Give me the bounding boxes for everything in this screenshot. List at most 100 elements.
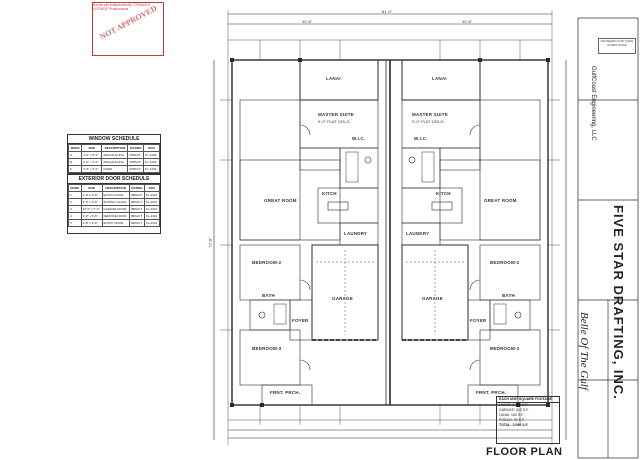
sqft-garage: GARAGE: 412 S.F. — [499, 408, 529, 412]
room-bath-right: BATH — [502, 293, 515, 298]
ws-col-size: SIZE — [81, 144, 103, 152]
ds-cell: ENTRY DOOR — [101, 191, 130, 199]
ds-cell: 5 — [68, 219, 82, 227]
ds-cell: FL-4321 — [144, 212, 160, 220]
ws-cell: IMPACT — [127, 151, 145, 159]
table-row: 3 16'-0" x 7'-0" GARAGE DOOR IMPACT FL-4… — [68, 205, 160, 213]
ds-cell: IMPACT — [128, 212, 146, 220]
room-laundry-left: LAUNDRY — [344, 231, 368, 236]
ws-cell: 3'-0" x 5'-0" — [81, 151, 103, 159]
depth-dimension: 72'-8" — [207, 237, 213, 248]
ws-cell: SINGLE HUNG — [101, 151, 129, 159]
ds-cell: 4 — [68, 212, 82, 220]
ws-cell: FIXED — [101, 165, 129, 173]
room-porch-right: FRNT. PRCH. — [476, 390, 507, 395]
room-great-room-right: GREAT ROOM — [484, 198, 517, 203]
room-master-suite-right: MASTER SUITE — [412, 112, 448, 117]
ws-cell: IMPACT — [127, 165, 145, 173]
overall-dimension: 81'-0" — [382, 9, 393, 14]
window-schedule-title: WINDOW SCHEDULE — [68, 135, 160, 144]
ws-cell: 1'-6" x 3'-0" — [81, 165, 103, 173]
table-row: B 2'-0" x 3'-0" SINGLE HUNG IMPACT FL-12… — [67, 158, 160, 166]
stamp-header: Bonita will independently, STRAIGHT LICE… — [93, 3, 151, 11]
ws-cell: FL-1234 — [143, 165, 160, 173]
ds-cell: FL-4321 — [144, 205, 160, 213]
ws-cell: FL-1234 — [143, 158, 160, 166]
table-row: 2 6'-0" x 6'-8" SLIDING GLASS IMPACT FL-… — [68, 198, 160, 206]
ds-col-noa: NOA — [144, 184, 160, 192]
table-row: 4 3'-0" x 6'-8" SERVICE DOOR IMPACT FL-4… — [68, 212, 160, 220]
ds-col-desc: DESCRIPTION — [101, 184, 130, 192]
sqft-living: LIVING: 1,398 S.F. — [499, 403, 529, 407]
ws-cell: SINGLE HUNG — [101, 158, 129, 166]
window-schedule-table: MARK SIZE DESCRIPTION RATING NOA A 3'-0"… — [67, 144, 160, 173]
ds-col-size: SIZE — [80, 184, 103, 192]
door-schedule: EXTERIOR DOOR SCHEDULE MARK SIZE DESCRIP… — [67, 174, 161, 234]
table-row: A 3'-0" x 5'-0" SINGLE HUNG IMPACT FL-12… — [67, 151, 160, 159]
project-name: Belle Of The Gulf — [578, 312, 590, 390]
room-bath-left: BATH — [262, 293, 275, 298]
room-kitchen-right: KITCH — [436, 191, 451, 196]
room-bedroom2-left: BEDROOM-2 — [252, 260, 282, 265]
square-footage-table: EACH UNIT SQUARE FOOTAGE LIVING: 1,398 S… — [496, 396, 560, 444]
room-wic-right: W.I.C. — [414, 136, 428, 141]
ds-cell: IMPACT — [128, 219, 146, 227]
sqft-title: EACH UNIT SQUARE FOOTAGE — [497, 397, 559, 403]
ds-col-rating: RATING — [128, 184, 146, 192]
room-ceiling-left: 9'-0" FLAT CEILG. — [318, 119, 351, 124]
door-schedule-title: EXTERIOR DOOR SCHEDULE — [68, 175, 160, 184]
room-garage-left: GARAGE — [332, 296, 353, 301]
room-laundry-right: LAUNDRY — [406, 231, 430, 236]
ds-cell: 16'-0" x 7'-0" — [80, 205, 103, 213]
ds-cell: 2'-8" x 6'-8" — [80, 219, 103, 227]
ds-cell: IMPACT — [128, 198, 146, 206]
room-porch-left: FRNT. PRCH. — [270, 390, 301, 395]
room-ceiling-right: 9'-0" FLAT CEILG. — [412, 119, 445, 124]
approval-stamp: Bonita will independently, STRAIGHT LICE… — [92, 2, 164, 56]
sqft-lanai: LANAI: 180 S.F. — [499, 413, 524, 417]
ds-cell: 6'-0" x 6'-8" — [80, 198, 103, 206]
ds-cell: FL-4321 — [144, 198, 160, 206]
ws-cell: IMPACT — [127, 158, 145, 166]
ws-col-mark: MARK — [67, 144, 83, 152]
room-bedroom3-left: BEDROOM-3 — [252, 346, 282, 351]
room-kitchen-left: KITCH — [322, 191, 337, 196]
ws-col-noa: NOA — [143, 144, 160, 152]
ds-cell: 1 — [68, 191, 82, 199]
ds-col-mark: MARK — [68, 184, 82, 192]
sqft-porch: PORCH: 76 S.F. — [499, 418, 525, 422]
ws-cell: A — [67, 151, 83, 159]
ws-col-desc: DESCRIPTION — [101, 144, 129, 152]
ds-cell: SLIDING GLASS — [101, 198, 130, 206]
sqft-total: TOTAL: 2,066 S.F. — [499, 423, 529, 427]
room-garage-right: GARAGE — [422, 296, 443, 301]
ds-cell: 3 — [68, 205, 82, 213]
table-row: 1 3'-0" x 6'-8" ENTRY DOOR IMPACT FL-432… — [68, 191, 160, 199]
ws-cell: FL-1234 — [143, 151, 160, 159]
ds-cell: SERVICE DOOR — [101, 212, 130, 220]
ds-cell: 3'-0" x 6'-8" — [80, 212, 103, 220]
right-unit-dimension: 40'-6" — [462, 19, 473, 24]
ds-cell: ENTRY DOOR — [101, 219, 130, 227]
left-unit-dimension: 40'-6" — [302, 19, 313, 24]
table-row: 5 2'-8" x 6'-8" ENTRY DOOR IMPACT FL-432… — [68, 219, 160, 227]
ws-cell: 2'-0" x 3'-0" — [81, 158, 103, 166]
ds-cell: IMPACT — [128, 191, 146, 199]
sheet-title: FLOOR PLAN — [486, 446, 563, 458]
room-bedroom2-right: BEDROOM-2 — [490, 260, 520, 265]
window-schedule: WINDOW SCHEDULE MARK SIZE DESCRIPTION RA… — [67, 134, 161, 174]
ds-cell: GARAGE DOOR — [101, 205, 130, 213]
ws-cell: C — [67, 165, 83, 173]
door-schedule-table: MARK SIZE DESCRIPTION RATING NOA 1 3'-0"… — [68, 184, 160, 227]
review-badge: REVIEWED FOR CODE COMPLIANCE — [598, 38, 636, 54]
ds-cell: FL-4321 — [144, 219, 160, 227]
room-great-room-left: GREAT ROOM — [264, 198, 297, 203]
ws-col-rating: RATING — [127, 144, 145, 152]
ds-cell: IMPACT — [128, 205, 146, 213]
table-row: C 1'-6" x 3'-0" FIXED IMPACT FL-1234 — [67, 165, 160, 173]
stamp-word: NOT APPROVED — [98, 3, 159, 42]
ds-cell: FL-4321 — [144, 191, 160, 199]
ds-cell: 2 — [68, 198, 82, 206]
